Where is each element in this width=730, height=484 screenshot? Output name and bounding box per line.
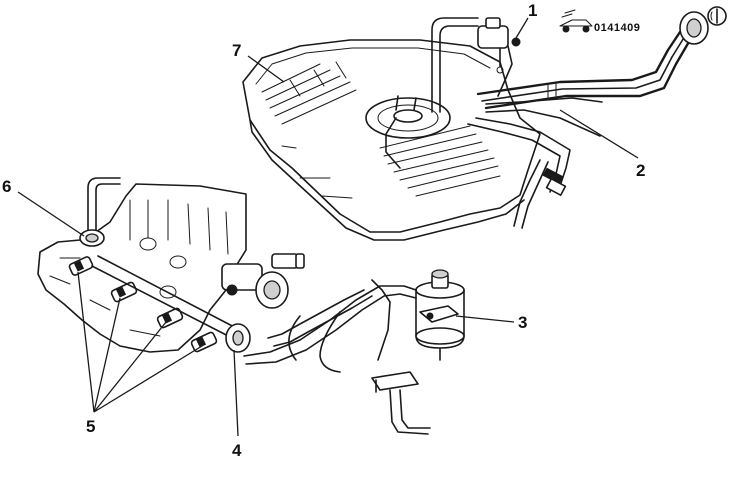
fuel-filter (415, 269, 465, 361)
callout-6: 6 (2, 177, 11, 196)
callout-3: 3 (518, 313, 527, 332)
callout-4: 4 (232, 441, 242, 460)
callout-leaders (17, 17, 639, 437)
injector-4 (190, 331, 218, 353)
fuel-cap-icon (707, 6, 727, 26)
callout-1: 1 (528, 1, 537, 20)
figure-code: 0141409 (594, 22, 640, 34)
fuel-tank (242, 39, 541, 241)
vehicle-orientation-icon (559, 9, 593, 33)
injector-1 (68, 256, 94, 276)
callout-5: 5 (86, 417, 95, 436)
injector-2 (110, 281, 138, 303)
callout-2: 2 (636, 161, 645, 180)
engine-assembly (37, 177, 305, 353)
callout-7: 7 (232, 41, 241, 60)
fuel-lines-to-engine (243, 285, 417, 373)
vent-valve (431, 17, 521, 113)
filter-bracket (371, 371, 431, 435)
filler-neck (476, 11, 709, 110)
vent-lines (467, 97, 603, 229)
injector-3 (156, 307, 184, 329)
